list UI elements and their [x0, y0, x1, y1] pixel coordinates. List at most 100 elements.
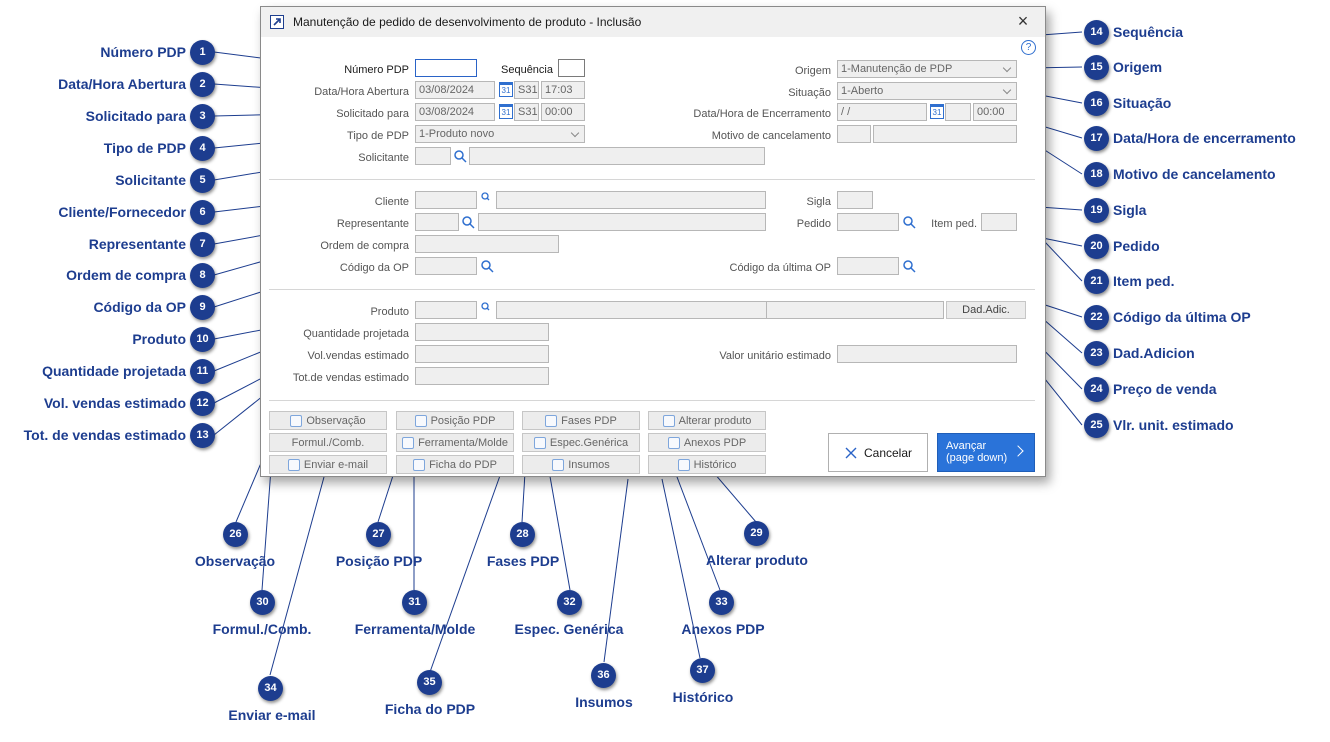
help-icon[interactable]: ?	[1021, 40, 1036, 55]
numero-pdp-input[interactable]	[415, 59, 477, 77]
situacao-select[interactable]: 1-Aberto	[837, 82, 1017, 100]
produto-label: Produto	[370, 306, 409, 318]
alterar-produto-label: Alterar produto	[678, 414, 752, 427]
valor-unitario-input[interactable]	[837, 345, 1017, 363]
search-icon[interactable]	[453, 149, 467, 163]
callout-badge: 12	[190, 391, 215, 416]
search-icon[interactable]	[480, 302, 494, 316]
origem-select[interactable]: 1-Manutenção de PDP	[837, 60, 1017, 78]
ficha-pdp-button[interactable]: Ficha do PDP	[396, 455, 514, 474]
callout-label: Vlr. unit. estimado	[1113, 417, 1234, 433]
ferramenta-button[interactable]: Ferramenta/Molde	[396, 433, 514, 452]
enviar-email-button[interactable]: Enviar e-mail	[269, 455, 387, 474]
title-bar: Manutenção de pedido de desenvolvimento …	[261, 7, 1045, 37]
callout-badge: 26	[223, 522, 248, 547]
edit-icon	[662, 414, 675, 427]
close-icon[interactable]: ×	[1017, 11, 1029, 31]
search-icon[interactable]	[480, 259, 494, 273]
fases-pdp-button[interactable]: Fases PDP	[522, 411, 640, 430]
callout-badge: 8	[190, 263, 215, 288]
calendar-icon[interactable]: 31	[499, 104, 513, 119]
insumos-button[interactable]: Insumos	[522, 455, 640, 474]
vol-vendas-input[interactable]	[415, 345, 549, 363]
formul-button[interactable]: Formul./Comb.	[269, 433, 387, 452]
data-abertura-date[interactable]: 03/08/2024	[415, 81, 495, 99]
callout-label: Ferramenta/Molde	[354, 621, 476, 637]
representante-code[interactable]	[415, 213, 459, 231]
produto-complement	[766, 301, 944, 319]
solicitante-name	[469, 147, 765, 165]
callout-badge: 35	[417, 670, 442, 695]
callout-badge: 37	[690, 658, 715, 683]
callout-label: Situação	[1113, 95, 1172, 111]
dad-adic-button[interactable]: Dad.Adic.	[946, 301, 1026, 319]
callout-badge: 18	[1084, 162, 1109, 187]
tipo-pdp-select[interactable]: 1-Produto novo	[415, 125, 585, 143]
motivo-cancelamento-code[interactable]	[837, 125, 871, 143]
observacao-button[interactable]: Observação	[269, 411, 387, 430]
espec-generica-button[interactable]: Espec.Genérica	[522, 433, 640, 452]
callout-badge: 7	[190, 232, 215, 257]
callout-label: Sigla	[1113, 202, 1147, 218]
codigo-op-label: Código da OP	[339, 262, 409, 274]
callout-label: Data/Hora Abertura	[58, 76, 186, 92]
anexos-pdp-button[interactable]: Anexos PDP	[648, 433, 766, 452]
callout-label: Histórico	[672, 689, 734, 705]
callout-badge: 5	[190, 168, 215, 193]
calendar-icon[interactable]: 31	[499, 82, 513, 97]
motivo-cancelamento-label: Motivo de cancelamento	[711, 130, 831, 142]
item-ped-label: Item ped.	[931, 218, 977, 230]
search-icon[interactable]	[480, 192, 494, 206]
sequencia-input[interactable]	[558, 59, 585, 77]
callout-label: Item ped.	[1113, 273, 1175, 289]
data-abertura-time[interactable]: 17:03	[541, 81, 585, 99]
posicao-pdp-button[interactable]: Posição PDP	[396, 411, 514, 430]
next-button[interactable]: Avançar (page down)	[937, 433, 1035, 472]
tot-vendas-input[interactable]	[415, 367, 549, 385]
tools-icon	[402, 436, 415, 449]
close-icon	[845, 447, 857, 458]
callout-badge: 28	[510, 522, 535, 547]
quantidade-projetada-input[interactable]	[415, 323, 549, 341]
data-encerramento-time[interactable]: 00:00	[973, 103, 1017, 121]
callout-badge: 2	[190, 72, 215, 97]
solicitado-para-week: S31	[514, 103, 539, 121]
motivo-cancelamento-desc	[873, 125, 1017, 143]
next-label: Avançar	[946, 440, 987, 452]
item-ped-input[interactable]	[981, 213, 1017, 231]
alterar-produto-button[interactable]: Alterar produto	[648, 411, 766, 430]
app-icon	[270, 15, 284, 29]
search-icon[interactable]	[902, 259, 916, 273]
callout-badge: 10	[190, 327, 215, 352]
cancel-label: Cancelar	[863, 445, 913, 460]
solicitado-para-date[interactable]: 03/08/2024	[415, 103, 495, 121]
ferramenta-label: Ferramenta/Molde	[418, 436, 508, 449]
pedido-input[interactable]	[837, 213, 899, 231]
callout-badge: 27	[366, 522, 391, 547]
calendar-icon[interactable]: 31	[930, 104, 944, 119]
search-icon[interactable]	[461, 215, 475, 229]
codigo-ultima-op-input[interactable]	[837, 257, 899, 275]
tipo-pdp-label: Tipo de PDP	[347, 130, 409, 142]
solicitante-code[interactable]	[415, 147, 451, 165]
solicitado-para-label: Solicitado para	[336, 108, 409, 120]
cliente-code[interactable]	[415, 191, 477, 209]
solicitado-para-time[interactable]: 00:00	[541, 103, 585, 121]
produto-code[interactable]	[415, 301, 477, 319]
callout-badge: 29	[744, 521, 769, 546]
callout-badge: 20	[1084, 234, 1109, 259]
representante-name	[478, 213, 766, 231]
search-icon[interactable]	[902, 215, 916, 229]
codigo-op-input[interactable]	[415, 257, 477, 275]
origem-label: Origem	[794, 65, 831, 77]
numero-pdp-label: Número PDP	[344, 64, 409, 76]
callout-badge: 36	[591, 663, 616, 688]
callout-label: Formul./Comb.	[212, 621, 312, 637]
sigla-input[interactable]	[837, 191, 873, 209]
cancel-button[interactable]: Cancelar	[828, 433, 928, 472]
callout-label: Data/Hora de encerramento	[1113, 130, 1296, 146]
ordem-compra-input[interactable]	[415, 235, 559, 253]
spec-icon	[533, 436, 546, 449]
historico-button[interactable]: Histórico	[648, 455, 766, 474]
data-encerramento-date[interactable]: / /	[837, 103, 927, 121]
